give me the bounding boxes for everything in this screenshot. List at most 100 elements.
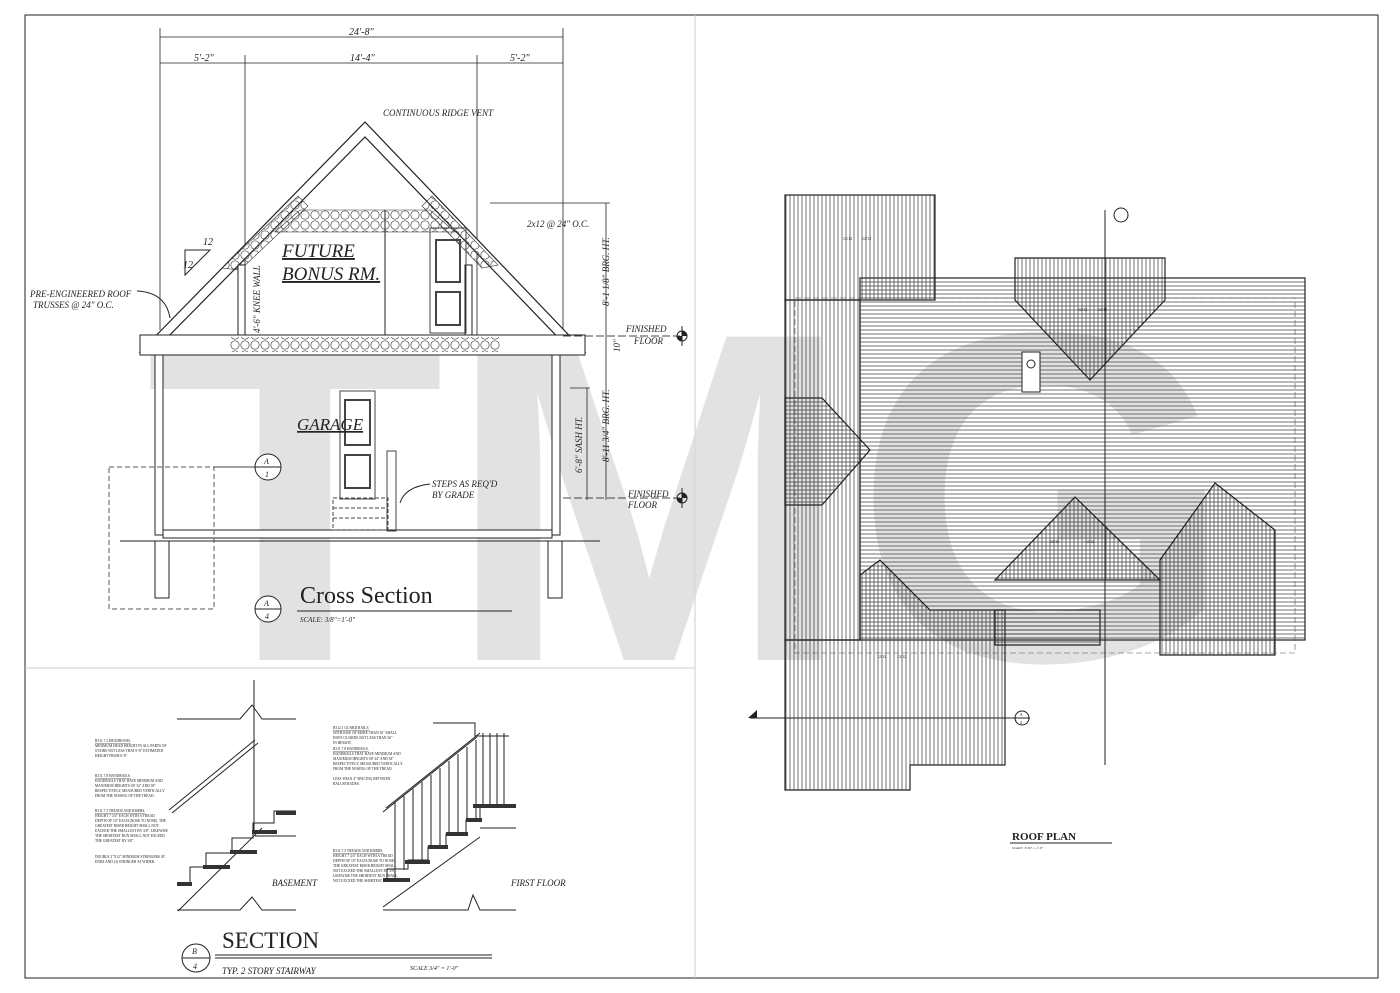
pitch-label: 12/12 [1078, 307, 1087, 312]
svg-text:A: A [263, 457, 269, 466]
first-floor-notes: R312.1 GUARD RAILS.WITH RISE OF MORE THA… [333, 726, 403, 883]
dim-overall: 24'-8" [349, 27, 374, 38]
door-panel [344, 454, 371, 489]
door-panel [435, 239, 461, 283]
cross-section-title: Cross Section [300, 583, 433, 609]
stair-note-line: RESPECTIVELY, MEASURED VERTICALLY [333, 762, 403, 767]
label-trusses-1: PRE-ENGINEERED ROOF [29, 289, 132, 299]
cross-section-drawing: 24'-8" 5'-2" 14'-4" 5'-2" 12 12 [29, 27, 688, 624]
stair-note-line: GREATEST RISER HEIGHT SHALL NOT [95, 824, 160, 828]
basement-stair [168, 680, 296, 912]
stair-note-line: EXCEED THE SMALLEST BY 3/8". LIKEWISE [95, 829, 169, 833]
stair-section-drawing: R311.7.2 HEADROOM.MINIMUM HEAD HEIGHT IN… [95, 680, 566, 976]
stair-note-line: IN HEIGHT. [333, 741, 352, 745]
stair-note-line: DOUBLE 2"X12" MINIMUM STRINGERS AT [95, 855, 166, 859]
section-marker-a1: A 1 [214, 453, 282, 481]
first-floor-treads [383, 804, 516, 882]
stair-note-line: DEPTH OF 10" EACH (NOSE TO NOSE). [333, 859, 396, 863]
stair-section-title: SECTION [222, 928, 320, 953]
slope-insulation-right [421, 195, 499, 269]
label-trusses-2: TRUSSES @ 24" O.C. [33, 300, 114, 310]
label-first-floor: FIRST FLOOR [510, 878, 566, 888]
stair-note-line: NOT EXCEED THE SMALLEST BY 3/8". [333, 869, 396, 873]
callout-a4: A 4 [254, 595, 282, 623]
vent-icon [1026, 359, 1036, 369]
section-arrow-icon [748, 710, 757, 718]
stair-note-line: THE GREATEST RISER HEIGHT SHALL [333, 864, 397, 868]
stair-note-line: HEIGHT 7 3/4" EACH WITH A TREAD [333, 854, 393, 858]
cross-section-scale: SCALE: 3/8"=1'-0" [300, 616, 355, 624]
roof-planes [784, 194, 1306, 791]
stair-note-line: ENDS AND (3) STRINGER AT WIDER. [95, 860, 155, 864]
stair-note-line: MAXIMUM HEIGHTS OF 34" AND 38" [333, 757, 394, 761]
stair-note-line: R311.7.8 HANDRAILS. [95, 774, 131, 778]
stair-note-line: R311.7.5 TREADS AND RISERS. [333, 849, 383, 853]
label-finished-floor-upper: FINISHED [625, 324, 667, 334]
room-label-bonus: BONUS RM. [282, 264, 380, 285]
stair-note-line: R311.7.8 HANDRAILS. [333, 747, 369, 751]
stair-note-line: LIKEWISE THE SHORTEST RUN SHALL [333, 874, 398, 878]
label-finished-floor-upper-2: FLOOR [633, 336, 664, 346]
pitch-run: 12 [203, 237, 213, 248]
label-knee-wall: 4'-6" KNEE WALL [252, 265, 262, 333]
door-panel [435, 291, 461, 326]
label-floor-thickness: 10" [612, 339, 622, 352]
footing-left [154, 540, 170, 599]
stair-note-line: THE SHORTEST RUN SHALL NOT EXCEED [95, 834, 165, 838]
label-basement: BASEMENT [272, 878, 318, 888]
dashed-footprint [108, 466, 215, 610]
svg-text:4: 4 [1020, 720, 1022, 725]
wall-lines [794, 297, 1296, 654]
room-label-garage: GARAGE [297, 415, 364, 434]
svg-text:A: A [263, 599, 269, 608]
svg-text:B: B [192, 947, 197, 956]
ceiling-insulation [274, 209, 456, 233]
dim-center: 14'-4" [350, 53, 375, 64]
sheet-border [24, 14, 1379, 979]
pitch-label: 12/12 [1050, 539, 1059, 544]
slope-insulation-left [221, 195, 309, 271]
pitch-rise: 12 [183, 260, 193, 271]
leader [399, 483, 431, 504]
pitch-label: 12/12 [877, 654, 886, 659]
wall-left [154, 354, 164, 536]
stair-note-line: R311.7.5 TREADS AND RISERS. [95, 809, 145, 813]
slab [162, 529, 553, 539]
pitch-label: 12/12 [843, 236, 852, 241]
label-steps-2: BY GRADE [432, 490, 475, 500]
stair-note-line: NOT EXCEED THE SHORTEST BY 3/8". [333, 879, 396, 883]
section-marker-a4: A 4 [1014, 710, 1030, 726]
pitch-triangle [184, 249, 212, 277]
stair-note-line: R311.7.2 HEADROOM. [95, 739, 131, 743]
stair-note-line: WITH RISE OF MORE THAN 30" SHALL [333, 731, 397, 735]
pitch-label: 12/12 [1085, 539, 1094, 544]
stair-note-line: FROM THE NOSING OF THE TREAD. [95, 794, 155, 798]
svg-text:4: 4 [193, 962, 197, 971]
stair-note-line: HEIGHT 7 3/4" EACH WITH A TREAD [95, 814, 155, 818]
callout-b4: B 4 [181, 943, 211, 973]
label-rafters: 2x12 @ 24" O.C. [527, 219, 589, 229]
stair-note-line: DEPTH OF 10" EACH (NOSE TO NOSE). THE [95, 819, 167, 823]
steps [332, 497, 389, 531]
stair-note-line: HANDRAILS THAT HAVE MINIMUM AND [95, 779, 163, 783]
stair-note-line: HANDRAILS THAT HAVE MINIMUM AND [333, 752, 401, 756]
stair-note-line: RESPECTIVELY, MEASURED VERTICALLY [95, 789, 165, 794]
elevation-target-icon [676, 488, 688, 508]
pitch-label: 12/12 [1098, 307, 1107, 312]
stair-note-line: BALUSTRADES. [333, 782, 360, 786]
knee-wall-left [237, 264, 246, 336]
stair-note-line: LESS THAN 4" SPACING BETWEEN [333, 777, 391, 781]
elevation-target-icon [676, 326, 688, 346]
knee-wall-right [464, 264, 473, 336]
dim-left: 5'-2" [194, 53, 214, 64]
stair-note-line: MAXIMUM HEIGHTS OF 34" AND 38" [95, 784, 156, 788]
stair-note-line: THE GREATEST BY 3/8". [95, 839, 135, 843]
basement-notes: R311.7.2 HEADROOM.MINIMUM HEAD HEIGHT IN… [95, 739, 169, 864]
stair-note-line: R312.1 GUARD RAILS. [333, 726, 369, 730]
stair-note-line: FROM THE NOSING OF THE TREAD. [333, 767, 393, 771]
stair-section-subtitle: TYP. 2 STORY STAIRWAY [222, 966, 317, 976]
chimney [1021, 351, 1041, 393]
